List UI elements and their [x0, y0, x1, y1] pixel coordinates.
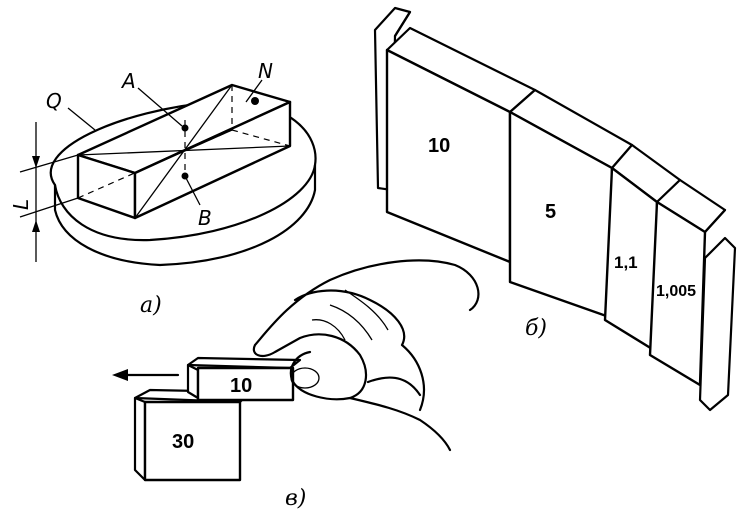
block-1-1-label: 1,1	[614, 253, 638, 272]
leader-a	[137, 87, 183, 127]
dim-line	[19, 197, 79, 218]
block-10-label: 10	[428, 135, 450, 157]
caption-a: а)	[140, 293, 162, 318]
block-30-front	[143, 400, 242, 482]
point-b-marker	[181, 172, 189, 180]
point-n-marker	[251, 97, 259, 105]
figure-v: 30 10 в)	[112, 259, 480, 511]
block-30-label: 30	[172, 431, 194, 453]
block-1-005-label: 1,005	[656, 283, 696, 300]
dim-arrow	[32, 220, 40, 232]
hand-outline	[252, 259, 480, 452]
block-5-label: 5	[545, 201, 556, 223]
caption-v: в)	[285, 486, 306, 511]
label-b: B	[198, 206, 212, 230]
diagonal	[134, 129, 233, 174]
figure-b: 10 5 1,1 1,005 б)	[373, 6, 737, 412]
end-plate-right	[698, 236, 737, 412]
dim-arrow	[32, 156, 40, 168]
label-q: Q	[46, 89, 62, 113]
point-a-marker	[181, 124, 189, 132]
edge	[393, 10, 412, 38]
block-10-front-v	[196, 366, 295, 402]
block-30-side	[133, 396, 147, 482]
hand-wrinkle	[311, 289, 389, 341]
thumbnail	[290, 367, 320, 389]
leader-n	[245, 79, 263, 103]
plate-side	[53, 163, 317, 267]
label-l: L	[9, 199, 33, 210]
caption-b: б)	[525, 316, 547, 341]
block-10-label-v: 10	[230, 375, 252, 397]
leader-q	[67, 107, 96, 131]
block-10-side-v	[186, 363, 200, 400]
dim-line	[19, 154, 79, 173]
label-a: A	[120, 69, 136, 93]
leader-b	[185, 177, 201, 206]
block-10-top-v	[186, 356, 302, 370]
edge	[703, 208, 727, 234]
figure-a: Q A N B L а)	[9, 59, 317, 318]
slide-arrow-head	[112, 369, 128, 381]
label-n: N	[258, 59, 273, 83]
